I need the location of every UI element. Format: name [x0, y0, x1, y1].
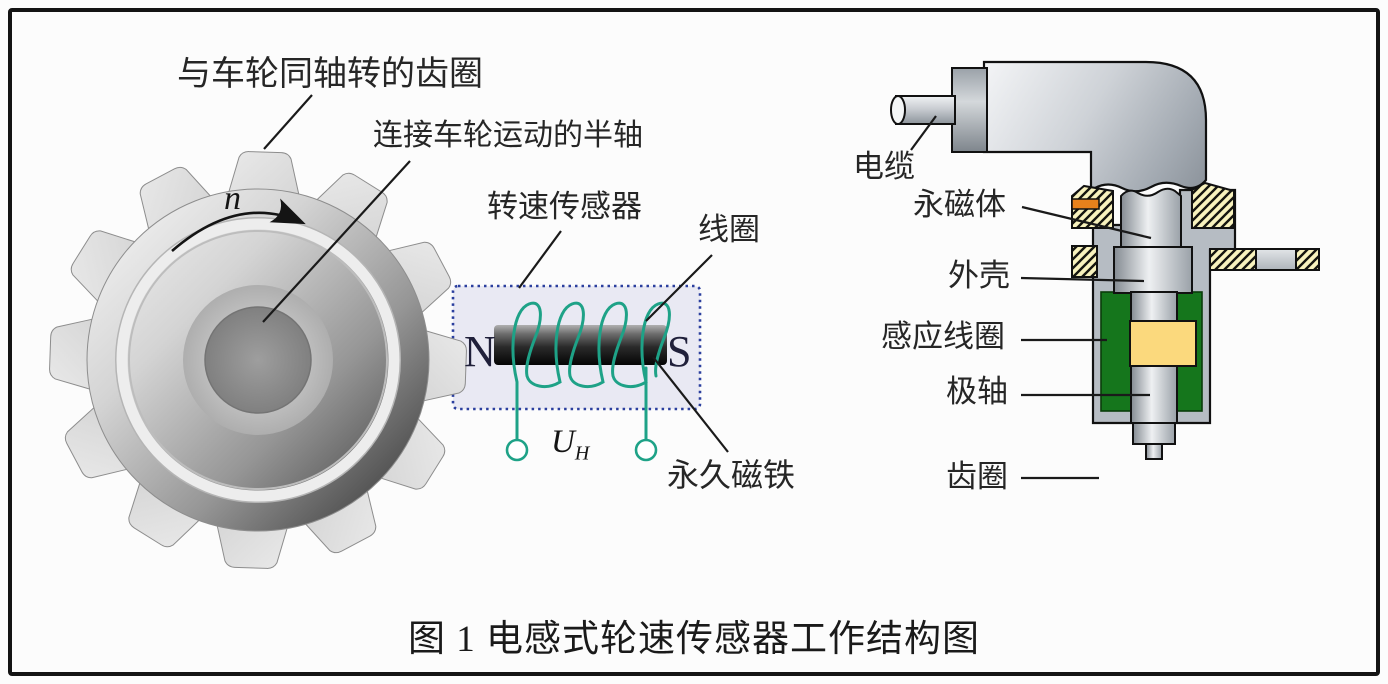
pointer-lines-left — [262, 94, 729, 453]
shaft-stub — [1132, 422, 1176, 445]
voltage-label: UH — [551, 424, 589, 465]
label-induction-coil: 感应线圈 — [881, 319, 1005, 354]
label-gear-ring: 与车轮同轴转的齿圈 — [177, 56, 483, 93]
cable-end — [890, 95, 906, 125]
pole-n-label: N — [464, 327, 496, 376]
sensor-body — [982, 60, 1208, 193]
pointer-coil — [645, 254, 713, 322]
gear-groove-ring — [116, 218, 400, 502]
label-speed-sensor: 转速传感器 — [487, 189, 642, 224]
seal-orange-ring — [1071, 198, 1100, 210]
shell-collar — [1113, 246, 1193, 294]
large-gear — [48, 150, 468, 570]
pointer-lines-right — [910, 115, 1152, 480]
pointer-cable — [910, 115, 937, 151]
mounting-bracket — [1209, 248, 1320, 271]
label-permanent-magnet: 永久磁铁 — [667, 457, 796, 493]
pointer-speed-sensor — [518, 230, 562, 289]
rotation-arrow — [171, 198, 306, 252]
rotation-speed-symbol: n — [224, 180, 241, 217]
pole-s-label: S — [667, 327, 692, 376]
label-cable: 电缆 — [853, 149, 915, 184]
flange-seal-lower-left — [1071, 245, 1098, 278]
small-gear — [1071, 462, 1235, 624]
pointer-shell — [1020, 276, 1145, 283]
permanent-magnet-core — [1120, 187, 1182, 251]
label-permanent-magnet-body: 永磁体 — [913, 187, 1006, 222]
voltage-subscript: H — [574, 442, 590, 465]
shaft-tip — [1145, 443, 1163, 460]
cable-connector — [951, 67, 988, 153]
terminal-left — [505, 438, 529, 462]
pointer-magnet-body — [1021, 205, 1152, 240]
label-pole-shaft: 极轴 — [946, 374, 1008, 409]
terminal-right — [634, 438, 658, 462]
label-shell: 外壳 — [948, 258, 1010, 293]
flange-seals — [1071, 181, 1235, 278]
pointer-axle — [262, 160, 411, 323]
gear-hub — [204, 306, 312, 414]
label-axle: 连接车轮运动的半轴 — [373, 119, 643, 152]
label-gear-ring-small: 齿圈 — [946, 459, 1008, 494]
flange-seal-right — [1191, 181, 1235, 229]
sensor-cross-section — [890, 60, 1320, 624]
pointer-gear-ring — [263, 94, 313, 150]
magnet-insert — [1129, 320, 1197, 367]
label-coil: 线圈 — [698, 212, 760, 247]
pointer-permanent-magnet — [652, 356, 729, 453]
figure-caption: 图 1 电感式轮速传感器工作结构图 — [408, 619, 980, 660]
voltage-symbol: U — [551, 424, 575, 460]
coil-loops — [511, 301, 671, 442]
coil-winding — [505, 301, 671, 462]
